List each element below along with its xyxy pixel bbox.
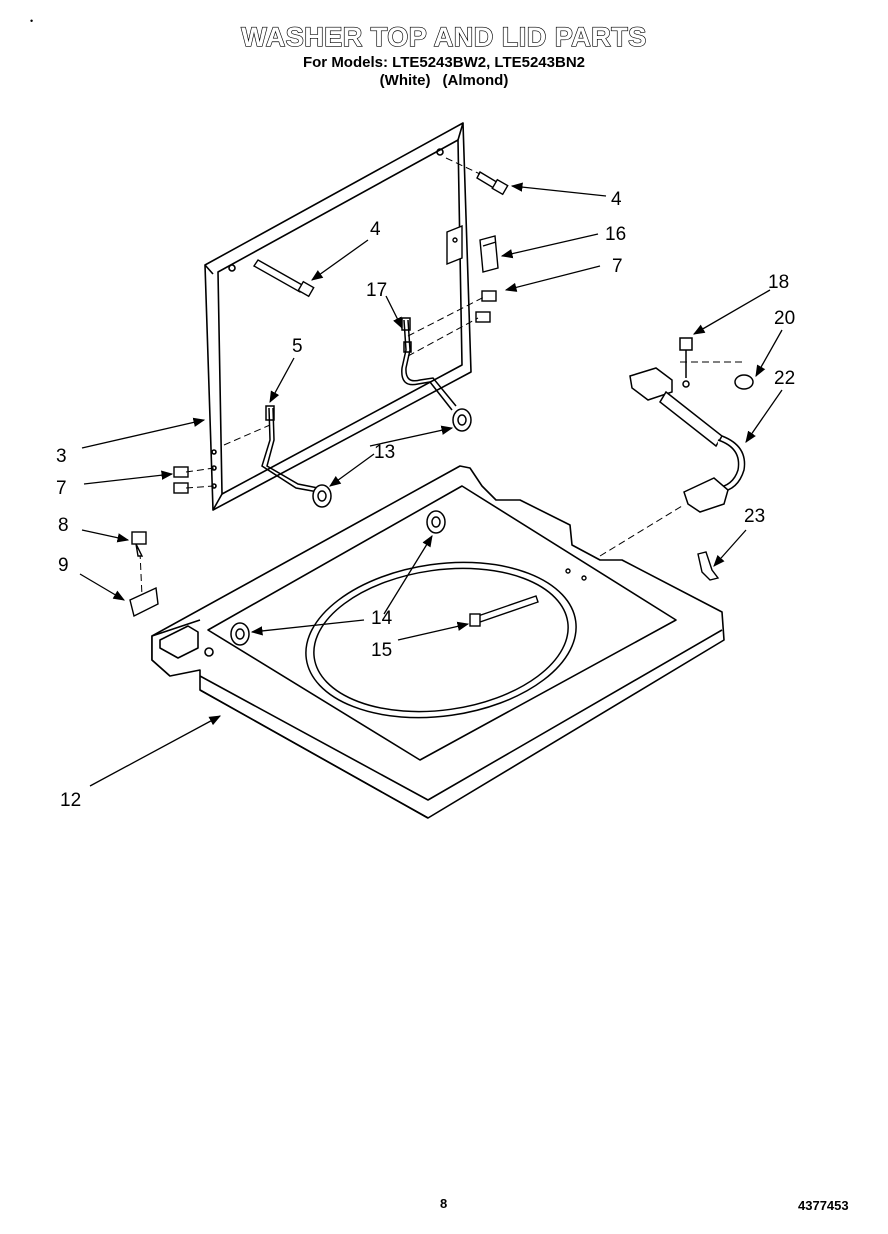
callout-22: 22 [774,368,795,389]
page-number: 8 [440,1196,448,1211]
callout-labels: 4 4 16 7 17 5 3 7 13 8 9 14 15 12 18 20 … [56,189,795,811]
callout-4-left: 4 [370,219,381,240]
callout-18: 18 [768,272,789,293]
lid-switch-assembly [629,337,754,513]
top-bumpers [230,510,446,646]
wire-clip [697,551,720,581]
callout-4-upper-right: 4 [611,189,622,210]
top-screw [469,568,587,627]
color-almond: (Almond) [442,72,509,89]
alignment-lines [139,157,744,597]
lid-frame [204,122,472,511]
callout-5: 5 [292,336,303,357]
hinge-screw-and-bracket [129,531,159,618]
callout-7-upper: 7 [612,256,623,277]
callout-16: 16 [605,224,626,245]
washer-top [151,465,725,819]
callout-15: 15 [371,640,392,661]
lid-bumpers [312,408,472,508]
callout-20: 20 [774,308,795,329]
color-line: (White) (Almond) [0,72,888,89]
document-number: 4377453 [798,1198,849,1213]
hinge-bracket [446,224,499,273]
callout-3: 3 [56,446,67,467]
color-white: (White) [379,72,431,89]
leader-arrows [79,182,783,787]
callout-17: 17 [366,280,387,301]
corner-mark: • [30,16,34,26]
callout-9: 9 [58,555,69,576]
callout-7-lower: 7 [56,478,67,499]
callout-14: 14 [371,608,393,629]
models-line: For Models: LTE5243BW2, LTE5243BN2 [302,54,585,71]
callout-8: 8 [58,515,69,536]
page-title: WASHER TOP AND LID PARTS [241,21,647,52]
lid-screws [173,171,509,494]
callout-12: 12 [60,790,81,811]
tub-opening [305,561,577,719]
callout-23: 23 [744,506,765,527]
callout-13: 13 [374,442,395,463]
